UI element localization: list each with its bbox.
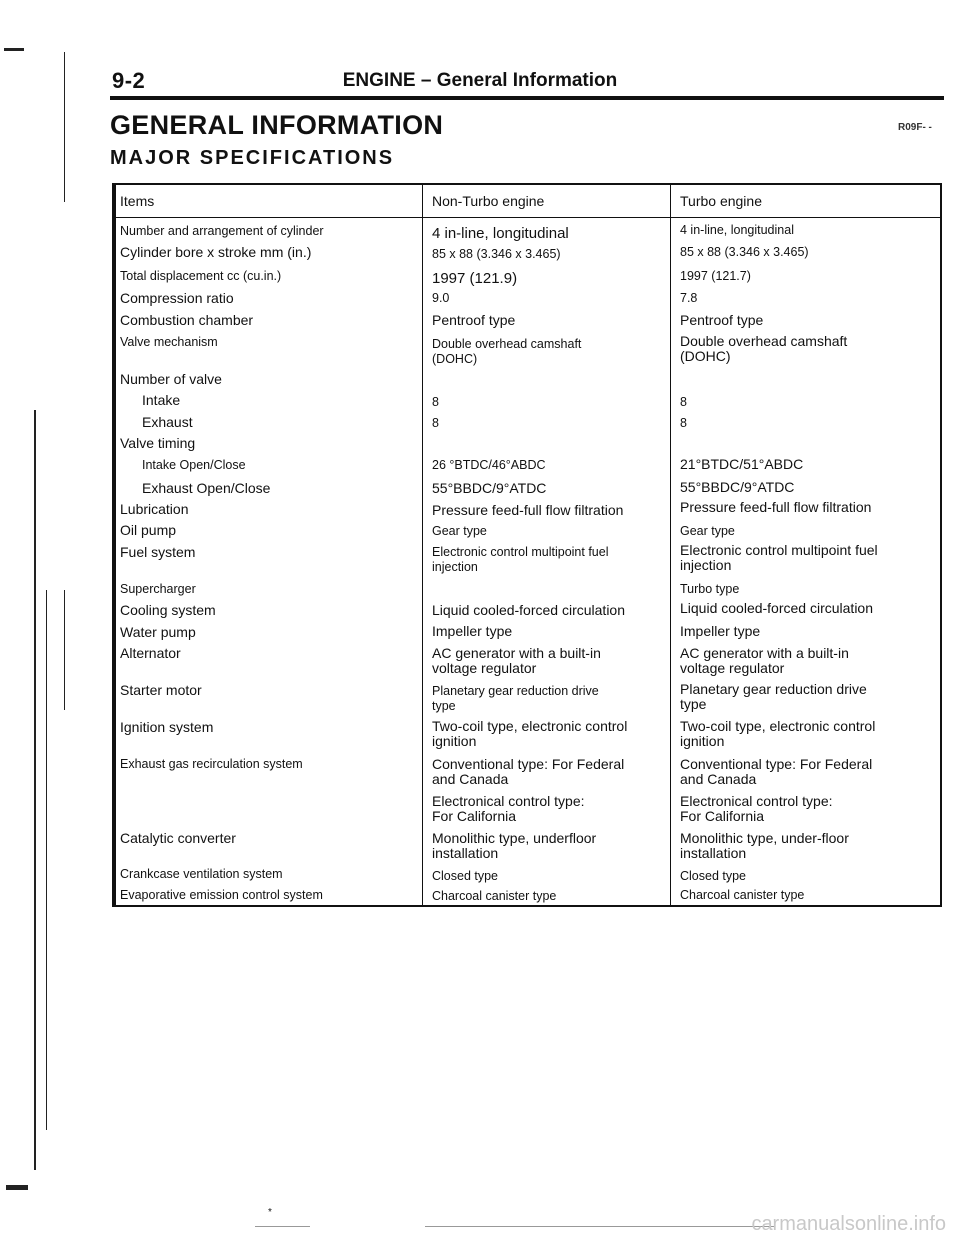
table-row-turbo: 7.8: [680, 291, 698, 305]
table-row-turbo: Planetary gear reduction drive type: [680, 681, 867, 712]
table-row-turbo: 8: [680, 416, 687, 430]
table-row-non-turbo: 8: [432, 416, 439, 430]
table-row-item: Intake: [142, 392, 181, 408]
table-row-item: Ignition system: [120, 719, 214, 735]
table-row-item: Crankcase ventilation system: [120, 867, 283, 881]
table-row-item: Starter motor: [120, 682, 202, 698]
table-row-item: Lubrication: [120, 501, 189, 517]
section-code: R09F- -: [898, 122, 932, 133]
table-row-item: Number of valve: [120, 371, 222, 387]
table-row-turbo: Double overhead camshaft (DOHC): [680, 333, 848, 364]
table-row-non-turbo: Electronic control multipoint fuel injec…: [432, 545, 609, 574]
table-row-turbo: Closed type: [680, 869, 747, 883]
table-row-non-turbo: 55°BBDC/9°ATDC: [432, 480, 547, 496]
table-row-item: Number and arrangement of cylinder: [120, 224, 324, 238]
table-row-non-turbo: Charcoal canister type: [432, 889, 557, 903]
table-row-non-turbo: Electronical control type: For Californi…: [432, 793, 585, 824]
table-row-item: Evaporative emission control system: [120, 888, 323, 902]
section-subtitle: MAJOR SPECIFICATIONS: [110, 147, 395, 169]
table-row-turbo: Impeller type: [680, 623, 761, 639]
table-row-turbo: Turbo type: [680, 582, 740, 596]
page-number: 9-2: [112, 68, 146, 93]
table-row-non-turbo: Double overhead camshaft (DOHC): [432, 337, 582, 366]
scan-mark: [4, 48, 24, 51]
table-row-non-turbo: 85 x 88 (3.346 x 3.465): [432, 247, 561, 261]
table-row-turbo: 1997 (121.7): [680, 269, 751, 283]
table-row-non-turbo: Closed type: [432, 869, 499, 883]
table-row-item: Catalytic converter: [120, 830, 236, 846]
table-row-item: Total displacement cc (cu.in.): [120, 269, 282, 283]
footer-rule: [255, 1226, 310, 1227]
table-row-item: Valve timing: [120, 435, 196, 451]
table-row-item: Supercharger: [120, 582, 196, 596]
table-row-non-turbo: Pressure feed-full flow filtration: [432, 502, 624, 518]
table-row-turbo: Electronical control type: For Californi…: [680, 793, 833, 824]
table-row-turbo: 55°BBDC/9°ATDC: [680, 479, 795, 495]
table-row-turbo: 21°BTDC/51°ABDC: [680, 456, 804, 472]
table-row-turbo: 4 in-line, longitudinal: [680, 223, 794, 237]
table-row-non-turbo: 26 °BTDC/46°ABDC: [432, 458, 546, 472]
table-row-non-turbo: AC generator with a built-in voltage reg…: [432, 645, 601, 676]
scan-mark: [6, 1185, 28, 1190]
table-row-turbo: Pressure feed-full flow filtration: [680, 499, 872, 515]
table-row-non-turbo: Planetary gear reduction drive type: [432, 684, 599, 713]
table-row-turbo: Two-coil type, electronic control igniti…: [680, 718, 876, 749]
table-row-item: Compression ratio: [120, 290, 234, 306]
table-row-non-turbo: Gear type: [432, 524, 487, 538]
table-row-turbo: 85 x 88 (3.346 x 3.465): [680, 245, 809, 259]
footer-rule: [425, 1226, 775, 1227]
table-row-item: Exhaust gas recirculation system: [120, 757, 303, 771]
scan-mark: [64, 52, 65, 202]
table-row-turbo: Charcoal canister type: [680, 888, 805, 902]
table-row-item: Alternator: [120, 645, 181, 661]
table-row-turbo: Monolithic type, under-floor installatio…: [680, 830, 849, 861]
table-row-item: Water pump: [120, 624, 196, 640]
table-row-non-turbo: Impeller type: [432, 623, 513, 639]
table-row-non-turbo: Pentroof type: [432, 312, 516, 328]
footer-mark: *: [268, 1207, 272, 1218]
page-title: GENERAL INFORMATION: [110, 110, 444, 140]
watermark-link[interactable]: carmanualsonline.info: [751, 1213, 946, 1235]
column-header-non-turbo: Non-Turbo engine: [432, 193, 545, 209]
table-row-turbo: Gear type: [680, 524, 735, 538]
table-row-turbo: AC generator with a built-in voltage reg…: [680, 645, 849, 676]
table-row-item: Valve mechanism: [120, 335, 218, 349]
specifications-table: Items Non-Turbo engine Turbo engine Numb…: [112, 183, 942, 907]
table-row-item: Exhaust Open/Close: [142, 480, 271, 496]
table-row-item: Fuel system: [120, 544, 196, 560]
table-row-non-turbo: Liquid cooled-forced circulation: [432, 602, 625, 618]
column-divider: [670, 185, 671, 905]
scan-mark: [34, 410, 36, 1170]
table-row-turbo: Conventional type: For Federal and Canad…: [680, 756, 873, 787]
table-row-non-turbo: 9.0: [432, 291, 450, 305]
header-divider: [116, 217, 940, 218]
section-header: ENGINE – General Information: [342, 70, 618, 91]
column-divider: [422, 185, 423, 905]
table-row-non-turbo: Monolithic type, underfloor installation: [432, 830, 597, 861]
table-row-turbo: 8: [680, 395, 687, 409]
header-rule: [110, 96, 944, 100]
table-row-non-turbo: 4 in-line, longitudinal: [432, 225, 569, 242]
table-row-item: Intake Open/Close: [142, 458, 246, 472]
table-row-item: Cylinder bore x stroke mm (in.): [120, 244, 312, 260]
table-row-non-turbo: Conventional type: For Federal and Canad…: [432, 756, 625, 787]
table-row-turbo: Pentroof type: [680, 312, 764, 328]
column-header-items: Items: [120, 193, 155, 209]
table-row-non-turbo: Two-coil type, electronic control igniti…: [432, 718, 628, 749]
table-row-non-turbo: 1997 (121.9): [432, 270, 518, 287]
table-row-item: Exhaust: [142, 414, 193, 430]
scan-mark: [64, 590, 65, 710]
table-row-item: Oil pump: [120, 522, 177, 538]
table-row-turbo: Liquid cooled-forced circulation: [680, 600, 873, 616]
column-header-turbo: Turbo engine: [680, 193, 762, 209]
table-row-item: Combustion chamber: [120, 312, 254, 328]
table-row-non-turbo: 8: [432, 395, 439, 409]
table-row-turbo: Electronic control multipoint fuel injec…: [680, 542, 878, 573]
scan-mark: [46, 590, 47, 1130]
table-row-item: Cooling system: [120, 602, 216, 618]
